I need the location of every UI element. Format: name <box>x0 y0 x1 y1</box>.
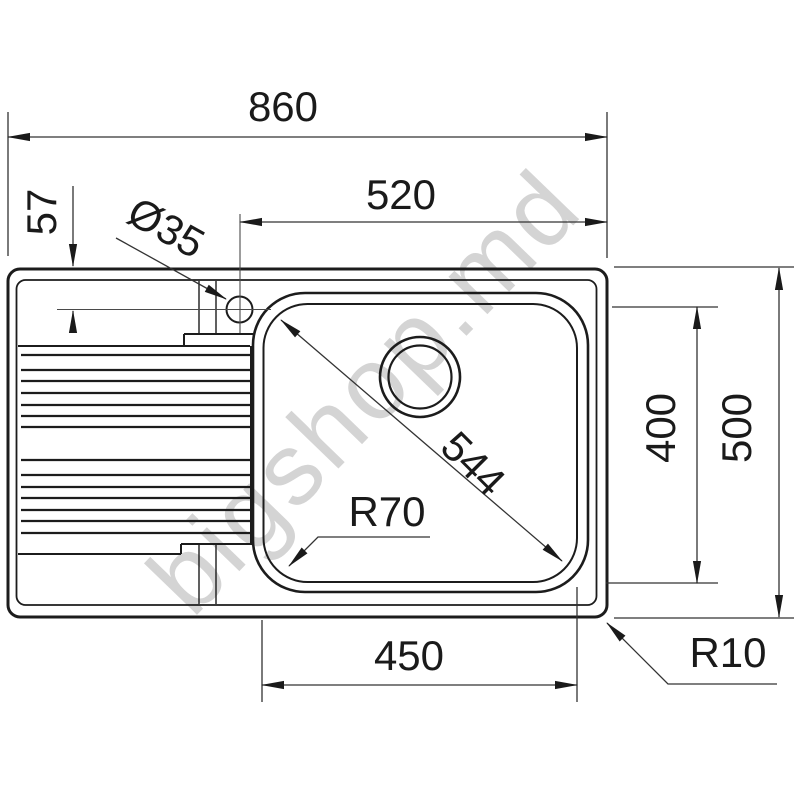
dim-tap-to-right-edge: 520 <box>239 171 608 227</box>
deck-channel-lines <box>198 281 217 604</box>
sink-rim-inline <box>15 279 598 606</box>
dim-label-57: 57 <box>18 189 65 236</box>
leader-line <box>115 237 227 300</box>
tap-hole-centerlines <box>57 214 271 333</box>
dim-label-400: 400 <box>637 393 684 463</box>
dim-bowl-width: 450 <box>261 587 578 702</box>
dim-label-500: 500 <box>713 393 760 463</box>
dim-label-860: 860 <box>248 83 318 130</box>
dim-bowl-depth: 400 <box>606 306 718 584</box>
dim-overall-width: 860 <box>7 83 608 258</box>
dim-tap-hole-diameter: Ø35 <box>115 188 227 300</box>
sink-outer-outline <box>6 267 609 619</box>
bowl-outer-contour <box>251 291 590 594</box>
dim-label-520: 520 <box>366 171 436 218</box>
dim-bowl-corner-radius: R70 <box>288 488 430 567</box>
dimension-line <box>280 319 563 562</box>
drainboard-grooves <box>21 353 250 535</box>
leader-line <box>288 536 430 567</box>
dim-label-d35: Ø35 <box>120 188 212 268</box>
dim-label-450: 450 <box>374 632 444 679</box>
dim-tap-offset: 57 <box>18 186 78 333</box>
dim-label-r10: R10 <box>689 629 766 676</box>
dim-label-544: 544 <box>432 422 515 505</box>
dim-rim-corner-radius: R10 <box>606 622 777 685</box>
bowl-inner-contour <box>262 303 578 583</box>
dim-overall-depth: 500 <box>614 266 794 619</box>
dim-label-r70: R70 <box>348 488 425 535</box>
leader-line <box>606 622 777 685</box>
drainboard-panel <box>18 333 253 555</box>
